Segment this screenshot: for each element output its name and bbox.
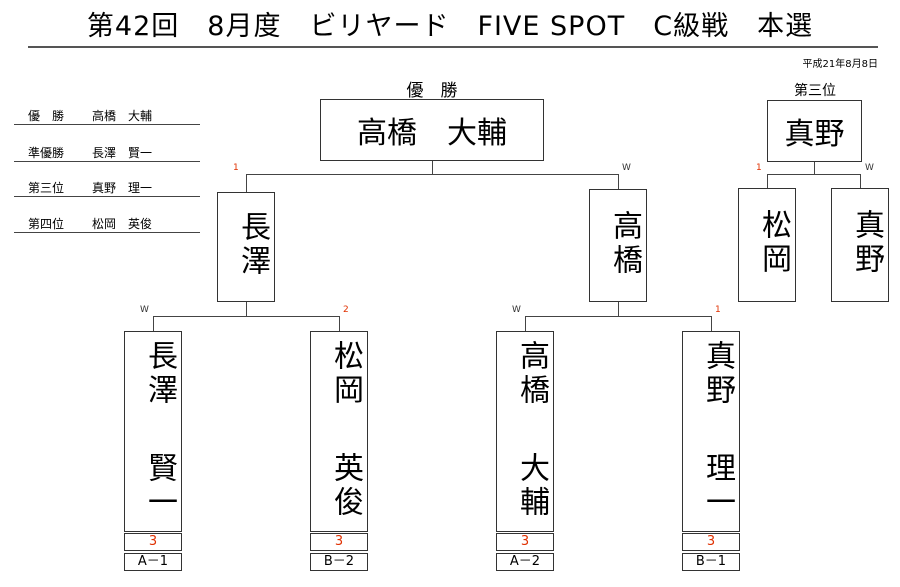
bracket-line <box>767 174 860 175</box>
third-match-box-right: 真野 <box>831 188 889 302</box>
title-underline <box>28 46 878 48</box>
third-match-name-right: 真野 <box>849 209 884 277</box>
player-given-name: 英俊 <box>328 452 363 520</box>
round1-result-3: W <box>512 305 521 315</box>
third-place-label: 第三位 <box>794 83 836 99</box>
handicap-cell: 3 <box>310 533 368 551</box>
summary-rank: 準優勝 <box>28 146 65 160</box>
player-surname: 松岡 <box>328 340 363 408</box>
bracket-line <box>246 174 618 175</box>
bracket-line <box>814 162 815 174</box>
summary-name: 高橋 大輔 <box>92 109 153 123</box>
champion-box: 高橋 大輔 <box>320 99 544 161</box>
player-box-a2: 高橋 大輔 <box>496 331 554 532</box>
handicap-cell: 3 <box>124 533 182 551</box>
handicap-cell: 3 <box>682 533 740 551</box>
player-given-name: 賢一 <box>142 452 177 520</box>
third-place-box: 真野 <box>767 100 862 162</box>
third-match-box-left: 松岡 <box>738 188 796 302</box>
bracket-line <box>153 316 339 317</box>
seed-cell: A－1 <box>124 553 182 571</box>
summary-rank: 第三位 <box>28 181 65 195</box>
summary-rank: 優 勝 <box>28 109 65 123</box>
bracket-line <box>246 174 247 192</box>
bracket-line <box>246 302 247 316</box>
bracket-line <box>525 316 526 331</box>
bracket-line <box>432 161 433 174</box>
player-given-name: 大輔 <box>514 452 549 520</box>
third-score-right: W <box>865 163 874 173</box>
round1-result-1: W <box>140 305 149 315</box>
bracket-line <box>860 174 861 188</box>
handicap-cell: 3 <box>496 533 554 551</box>
champion-label: 優 勝 <box>406 81 458 101</box>
page-title: 第42回 8月度 ビリヤード FIVE SPOT C級戦 本選 <box>86 11 814 42</box>
summary-rank: 第四位 <box>28 217 65 231</box>
seed-cell: B－2 <box>310 553 368 571</box>
summary-row-2: 準優勝 長澤 賢一 <box>14 144 200 162</box>
third-place-name: 真野 <box>784 117 845 152</box>
player-surname: 真野 <box>700 340 735 408</box>
third-score-left: 1 <box>756 163 762 173</box>
player-box-b1: 真野 理一 <box>682 331 740 532</box>
champion-name: 高橋 大輔 <box>357 116 507 151</box>
semi-name-right: 高橋 <box>607 210 642 278</box>
player-given-name: 理一 <box>700 452 735 520</box>
seed-cell: A－2 <box>496 553 554 571</box>
bracket-line <box>711 316 712 331</box>
round1-result-4: 1 <box>715 305 721 315</box>
summary-row-4: 第四位 松岡 英俊 <box>14 215 200 233</box>
semi-name-left: 長澤 <box>235 211 270 279</box>
summary-name: 長澤 賢一 <box>92 146 153 160</box>
summary-name: 松岡 英俊 <box>92 217 153 231</box>
player-box-b2: 松岡 英俊 <box>310 331 368 532</box>
round1-result-2: 2 <box>343 305 349 315</box>
event-date: 平成21年8月8日 <box>802 59 878 70</box>
summary-name: 真野 理一 <box>92 181 153 195</box>
bracket-line <box>153 316 154 331</box>
bracket-line <box>339 316 340 331</box>
semi-score-left: 1 <box>233 163 239 173</box>
semi-score-right: W <box>622 163 631 173</box>
third-match-name-left: 松岡 <box>756 209 791 277</box>
semi-box-left: 長澤 <box>217 192 275 302</box>
bracket-line <box>525 316 711 317</box>
player-surname: 高橋 <box>514 340 549 408</box>
bracket-line <box>767 174 768 188</box>
bracket-line <box>618 302 619 316</box>
seed-cell: B－1 <box>682 553 740 571</box>
bracket-line <box>618 174 619 189</box>
player-box-a1: 長澤 賢一 <box>124 331 182 532</box>
summary-row-3: 第三位 真野 理一 <box>14 179 200 197</box>
player-surname: 長澤 <box>142 340 177 408</box>
semi-box-right: 高橋 <box>589 189 647 302</box>
summary-row-1: 優 勝 高橋 大輔 <box>14 107 200 125</box>
